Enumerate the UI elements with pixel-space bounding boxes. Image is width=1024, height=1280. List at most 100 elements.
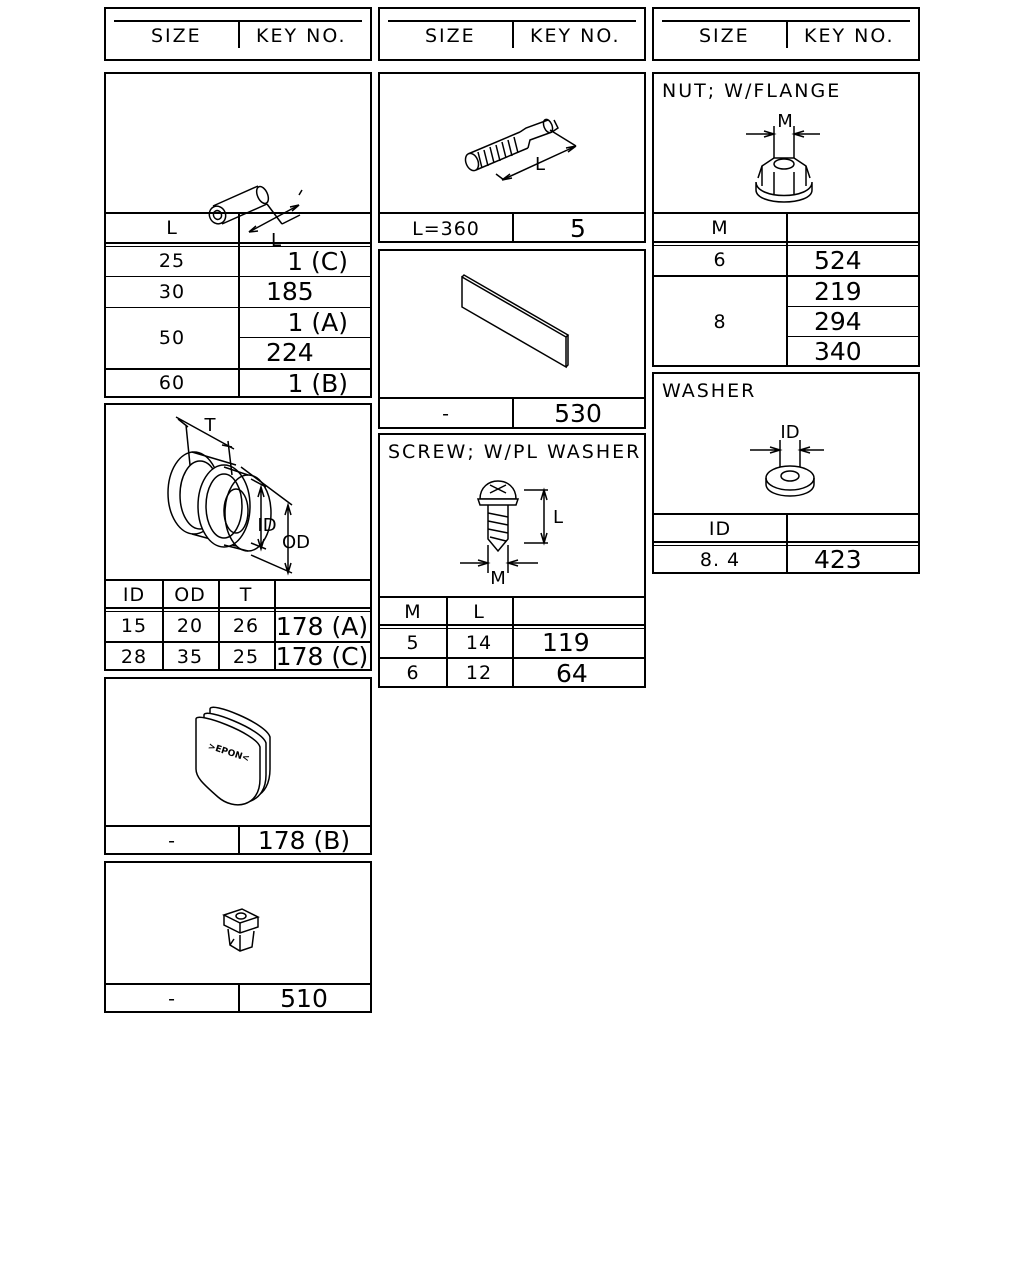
header-size-label: SIZE (699, 25, 750, 47)
tube-row-size: 60 (158, 372, 186, 394)
washer-title: WASHER (662, 380, 757, 402)
plate-table-divider (512, 397, 514, 429)
tube-table-divider (238, 212, 240, 398)
tube-row-rule (106, 307, 370, 308)
tube-row-key: 185 (266, 277, 314, 306)
grommet-col-label: T (239, 584, 253, 606)
tube-row-rule (238, 337, 370, 338)
grommet-head-rule-2 (106, 611, 370, 612)
flange-nut-row-key: 524 (814, 245, 862, 275)
screw-head-rule (380, 624, 644, 626)
plate-drawing (461, 274, 570, 369)
flange-nut-row-key: 340 (814, 337, 862, 366)
screw-row-key: 119 (542, 628, 590, 657)
flange-nut-row-rule (654, 275, 918, 277)
washer-dim-id: ID (780, 422, 799, 443)
header-divider (786, 22, 788, 48)
washer-head-rule (654, 541, 918, 543)
tube-row-rule (106, 276, 370, 277)
tube-row-size: 50 (158, 326, 186, 349)
screw-dim-m: M (490, 568, 506, 589)
screw-row-key: 64 (556, 658, 588, 688)
flange-nut-row-rule (786, 336, 918, 337)
washer-table-divider (786, 513, 788, 574)
flange-nut-title: NUT; W/FLANGE (662, 80, 842, 102)
washer-head-rule-2 (654, 545, 918, 546)
tube-row-key: 224 (266, 338, 314, 367)
tube-row-size: 30 (158, 280, 186, 303)
screw-dim-l: L (553, 507, 563, 528)
header-rule (114, 20, 362, 22)
screw-col-label: L (473, 600, 485, 623)
grommet-row-t: 26 (232, 615, 260, 637)
washer-drawing: ID (750, 422, 824, 497)
grommet-row-t: 25 (232, 645, 260, 668)
grommet-row-od: 35 (176, 645, 204, 668)
screw-title: SCREW; W/PL WASHER (388, 441, 642, 463)
grommet-row-key: 178 (A) (275, 611, 369, 641)
header-rule (388, 20, 636, 22)
grommet-dim-t: T (204, 415, 217, 436)
plate-size: - (442, 402, 450, 425)
grommet-col-label: ID (122, 584, 146, 606)
clip-nut-drawing (222, 908, 260, 952)
header-key-label: KEY NO. (804, 25, 895, 47)
washer-panel: WASHER ID ID 8. 4 423 (652, 372, 920, 574)
grommet-col-divider (162, 579, 164, 671)
grommet-dim-id: ID (257, 515, 276, 536)
screw-drawing: L M (460, 480, 563, 589)
grommet-row-od: 20 (176, 615, 204, 637)
header-col-2: SIZE KEY NO. (378, 7, 646, 61)
flange-nut-row-key: 294 (814, 306, 862, 336)
screw-col-divider (512, 596, 514, 688)
cap-size: - (168, 829, 176, 852)
header-col-3: SIZE KEY NO. (652, 7, 920, 61)
header-key-label: KEY NO. (530, 25, 621, 47)
screw-col-label: M (404, 600, 422, 623)
washer-row-key: 423 (814, 545, 862, 574)
header-col-1: SIZE KEY NO. (104, 7, 372, 61)
washer-row-size: 8. 4 (699, 548, 741, 571)
screw-col-divider (446, 596, 448, 688)
screw-row-rule (380, 657, 644, 659)
tube-row-key: 1 (B) (287, 368, 348, 398)
tube-dim-label: L (271, 230, 281, 251)
grommet-row-rule (106, 641, 370, 643)
header-divider (238, 22, 240, 48)
clip-nut-size: - (168, 987, 176, 1010)
flange-nut-head-rule (654, 241, 918, 243)
header-size-label: SIZE (425, 25, 476, 47)
clip-nut-panel: - 510 (104, 861, 372, 1013)
header-rule (662, 20, 910, 22)
flange-nut-drawing: M (746, 111, 820, 203)
screw-row-l: 12 (465, 662, 493, 684)
tube-row-key: 1 (C) (287, 246, 348, 276)
grommet-panel: T ID OD ID OD T 15 20 26 178 (A) 28 35 2… (104, 403, 372, 671)
screw-row-m: 6 (406, 662, 420, 684)
rod-dim-label: L (535, 154, 545, 175)
flange-nut-row-rule (786, 306, 918, 307)
rod-size: L=360 (412, 217, 480, 240)
washer-col-label: ID (708, 517, 732, 540)
tube-drawing: L (208, 185, 303, 251)
cap-panel: >EPON< - 178 (B) (104, 677, 372, 855)
flange-nut-row-size: 8 (713, 310, 727, 333)
header-size-label: SIZE (151, 25, 202, 47)
rod-table-divider (512, 212, 514, 243)
grommet-row-id: 28 (120, 645, 148, 668)
tube-panel: L L 25 1 (C) 30 185 50 1 (A) 224 60 1 (B… (104, 72, 372, 398)
tube-row-size: 25 (158, 250, 186, 272)
cap-drawing: >EPON< (195, 706, 271, 806)
grommet-col-divider (218, 579, 220, 671)
plate-panel: - 530 (378, 249, 646, 429)
rod-drawing: L (464, 118, 577, 181)
grommet-row-key: 178 (C) (275, 642, 369, 671)
tube-row-key: 1 (A) (287, 307, 348, 337)
tube-head-rule (106, 242, 370, 244)
grommet-col-label: OD (174, 584, 206, 606)
flange-nut-col-label: M (711, 217, 729, 239)
flange-nut-table-divider (786, 212, 788, 367)
rod-panel: L L=360 5 (378, 72, 646, 243)
screw-row-m: 5 (406, 631, 420, 654)
cap-table-divider (238, 825, 240, 855)
